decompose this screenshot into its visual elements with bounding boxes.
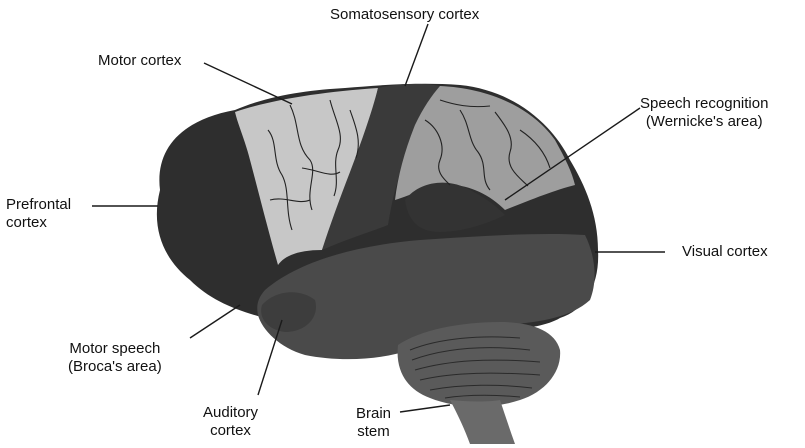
label-speech-recognition: Speech recognition (Wernicke's area) xyxy=(640,95,768,131)
brain-stem-region xyxy=(450,400,515,444)
leader-motor-speech xyxy=(190,305,240,338)
label-brain-stem-line2: stem xyxy=(356,423,391,441)
label-visual-cortex: Visual cortex xyxy=(682,243,768,261)
label-auditory-line1: Auditory xyxy=(203,404,258,422)
label-motor-speech: Motor speech (Broca's area) xyxy=(68,340,162,376)
leader-motor xyxy=(204,63,292,104)
label-prefrontal-cortex: Prefrontal cortex xyxy=(6,196,71,232)
label-brain-stem-line1: Brain xyxy=(356,405,391,423)
label-motor-cortex: Motor cortex xyxy=(98,52,181,70)
leader-somatosensory xyxy=(405,24,428,86)
label-motor-speech-line2: (Broca's area) xyxy=(68,358,162,376)
label-speech-recognition-line1: Speech recognition xyxy=(640,95,768,113)
label-somatosensory-cortex: Somatosensory cortex xyxy=(330,6,479,24)
label-visual-text: Visual cortex xyxy=(682,243,768,261)
cerebellum-region xyxy=(398,322,561,407)
label-brain-stem: Brain stem xyxy=(356,405,391,441)
label-speech-recognition-line2: (Wernicke's area) xyxy=(640,113,768,131)
label-auditory-cortex: Auditory cortex xyxy=(203,404,258,440)
label-motor-speech-line1: Motor speech xyxy=(68,340,162,358)
label-auditory-line2: cortex xyxy=(203,422,258,440)
label-prefrontal-line1: Prefrontal xyxy=(6,196,71,214)
leader-brain-stem xyxy=(400,405,450,412)
label-prefrontal-line2: cortex xyxy=(6,214,71,232)
label-motor-text: Motor cortex xyxy=(98,52,181,70)
label-somatosensory-text: Somatosensory cortex xyxy=(330,6,479,24)
